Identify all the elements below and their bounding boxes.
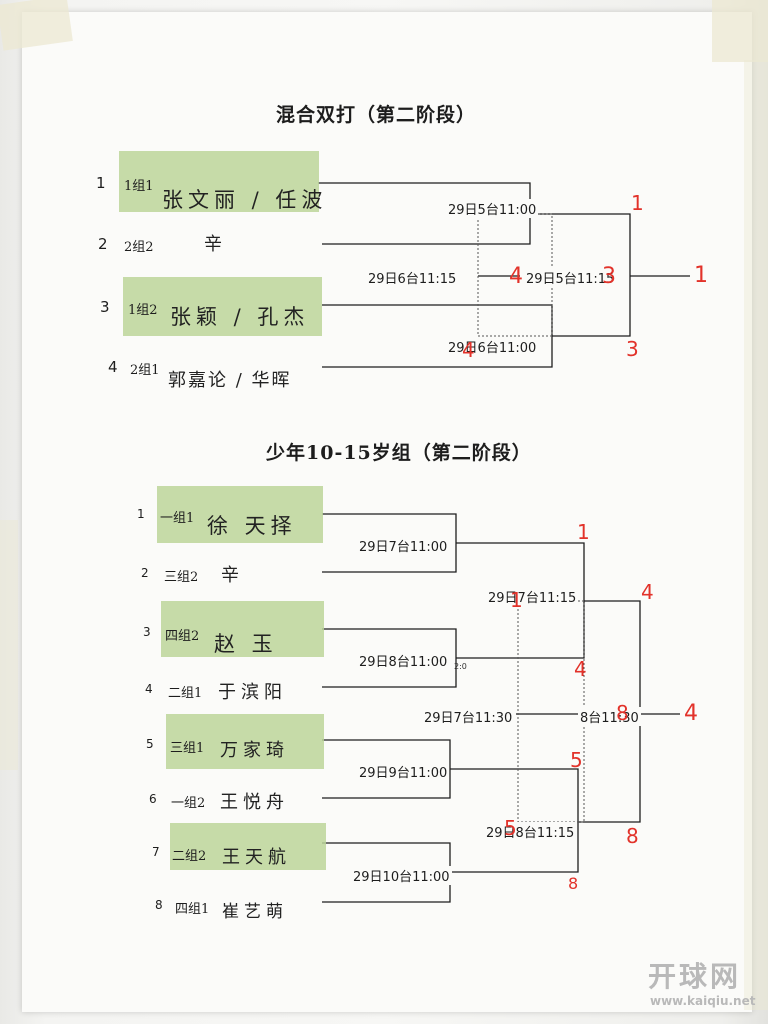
b-match-8: 29日8台11:15 [484, 822, 577, 841]
highlight-b7 [170, 823, 326, 870]
line-a-final [530, 213, 631, 337]
b-seed-8: 8 [155, 898, 163, 912]
b-seed-7: 7 [152, 845, 160, 859]
a-result-6: 4 [462, 338, 475, 362]
a-seed-4: 4 [108, 358, 118, 376]
highlight-b1 [157, 486, 323, 543]
b-name-1: 徐 天择 [207, 514, 297, 538]
line-a-match2 [322, 304, 553, 368]
a-seed-3: 3 [100, 298, 110, 316]
a-seed-1: 1 [96, 174, 106, 192]
b-group-1: 一组1 [160, 511, 195, 526]
b-result-8: 8 [616, 701, 629, 725]
a-name-1: 张文丽 / 任波 [162, 188, 328, 212]
highlight-b3 [161, 601, 324, 657]
a-result-1: 1 [631, 191, 644, 215]
b-score-note: 2:0 [454, 662, 467, 671]
a-match-4: 29日6台11:00 [446, 337, 539, 356]
b-result-1: 1 [577, 520, 590, 544]
b-match-7: 8台11:30 [578, 707, 641, 726]
b-group-4: 二组1 [168, 686, 203, 701]
b-name-4: 于滨阳 [218, 682, 287, 703]
a-seed-2: 2 [98, 235, 108, 253]
a-group-4: 2组1 [130, 363, 160, 378]
tape-left [0, 520, 18, 770]
b-name-6: 王悦舟 [220, 792, 289, 813]
b-match-3: 29日9台11:00 [357, 762, 450, 781]
a-result-3: 3 [602, 264, 616, 289]
b-seed-4: 4 [145, 682, 153, 696]
b-group-5: 三组1 [170, 741, 205, 756]
b-group-3: 四组2 [165, 629, 200, 644]
a-group-2: 2组2 [124, 240, 154, 255]
a-group-1: 1组1 [124, 179, 154, 194]
b-group-6: 一组2 [171, 796, 206, 811]
bracket-b-title: 少年10-15岁组（第二阶段） [266, 442, 532, 464]
a-match-2: 29日6台11:15 [366, 268, 459, 287]
bracket-a-title: 混合双打（第二阶段） [276, 104, 477, 126]
b-group-8: 四组1 [175, 902, 210, 917]
b-match-6: 29日7台11:30 [422, 707, 515, 726]
a-result-2: 4 [509, 264, 523, 289]
a-name-4: 郭嘉论 / 华晖 [168, 370, 292, 391]
b-match-4: 29日10台11:00 [351, 866, 452, 885]
a-match-1: 29日5台11:00 [446, 199, 539, 218]
b-name-8: 崔艺萌 [222, 902, 288, 922]
b-match-2: 29日8台11:00 [357, 651, 450, 670]
highlight-a3 [123, 277, 322, 336]
b-match-5: 29日7台11:15 [486, 587, 579, 606]
tape-top-right [712, 0, 768, 62]
b-group-2: 三组2 [164, 570, 199, 585]
b-seed-2: 2 [141, 566, 149, 580]
b-result-9: 4 [684, 701, 698, 726]
highlight-a1 [119, 151, 319, 212]
watermark-logo: 开球网 [648, 960, 742, 993]
a-result-5: 3 [626, 337, 639, 361]
b-result-2: 4 [574, 657, 587, 681]
line-b-semi2 [450, 768, 579, 873]
b-name-2: 辛 [221, 565, 244, 586]
a-result-4: 1 [694, 263, 708, 288]
b-result-7: 4 [641, 580, 654, 604]
b-name-5: 万家琦 [220, 740, 289, 761]
tape-right [744, 60, 768, 1010]
b-match-1: 29日7台11:00 [357, 536, 450, 555]
b-result-3: 5 [570, 748, 583, 772]
b-seed-5: 5 [146, 737, 154, 751]
b-result-6: 5 [504, 816, 517, 840]
b-name-7: 王天航 [222, 847, 291, 868]
a-name-3: 张颖 / 孔杰 [170, 305, 310, 329]
b-seed-1: 1 [137, 507, 145, 521]
highlight-b5 [166, 714, 324, 769]
b-result-4: 8 [568, 874, 579, 893]
a-match-3: 29日5台11:15 [524, 268, 617, 287]
b-result-5: 1 [510, 588, 523, 612]
b-seed-6: 6 [149, 792, 157, 806]
watermark-url: www.kaiqiu.net [650, 994, 756, 1008]
a-group-3: 1组2 [128, 303, 158, 318]
b-result-10: 8 [626, 824, 639, 848]
a-name-2: 辛 [204, 234, 227, 255]
dotted-b [517, 600, 585, 823]
b-seed-3: 3 [143, 625, 151, 639]
b-group-7: 二组2 [172, 849, 207, 864]
b-name-3: 赵 玉 [214, 632, 278, 656]
